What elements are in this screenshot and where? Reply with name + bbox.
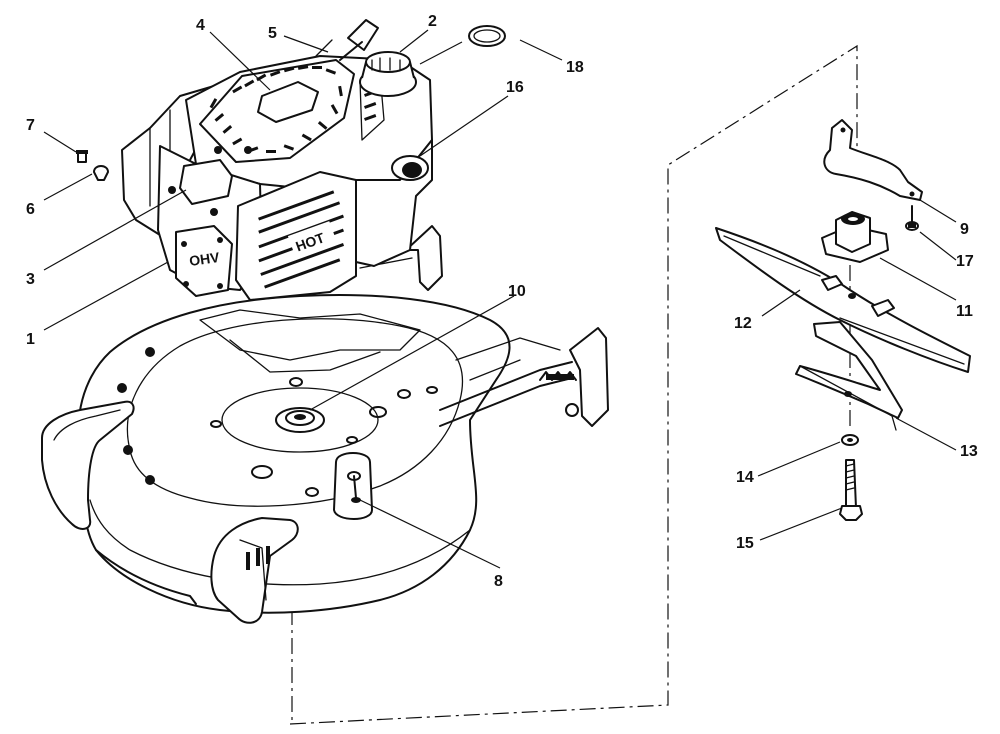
callout-15: 15 <box>736 535 754 552</box>
screw-17 <box>905 205 919 231</box>
front-bumper <box>41 400 135 530</box>
callout-17: 17 <box>956 253 974 270</box>
blade-stiffener-bracket <box>823 119 923 201</box>
callout-18: 18 <box>566 59 584 76</box>
callout-5: 5 <box>268 25 277 42</box>
mower-deck <box>77 294 511 614</box>
callout-13: 13 <box>960 443 978 460</box>
callout-16: 16 <box>506 79 524 96</box>
callout-10: 10 <box>508 283 526 300</box>
engine: OHV HOT <box>121 19 433 301</box>
fastener-6-7 <box>76 150 109 181</box>
mulching-blade-sail <box>795 321 903 431</box>
leader-lines <box>43 29 957 569</box>
callout-9: 9 <box>960 221 969 238</box>
callout-2: 2 <box>428 13 437 30</box>
washer-14 <box>841 434 859 446</box>
rear-bumper <box>210 517 299 624</box>
callout-7: 7 <box>26 117 35 134</box>
cutting-blade <box>715 227 971 373</box>
blade-adapter <box>821 211 889 263</box>
callout-3: 3 <box>26 271 35 288</box>
callout-4: 4 <box>196 17 205 34</box>
valve-cover-decal: OHV <box>188 249 221 269</box>
callout-8: 8 <box>494 573 503 590</box>
handle-brackets <box>359 225 609 427</box>
callout-11: 11 <box>956 303 973 320</box>
recoil-grille <box>209 65 343 153</box>
callout-1: 1 <box>26 331 35 348</box>
blade-bolt <box>839 459 863 521</box>
callout-14: 14 <box>736 469 754 486</box>
callout-labels: 4 5 2 18 16 7 6 3 1 10 8 9 17 11 12 13 1… <box>26 13 978 590</box>
callout-6: 6 <box>26 201 35 218</box>
fuel-cap-gasket <box>468 25 506 47</box>
callout-12: 12 <box>734 315 752 332</box>
